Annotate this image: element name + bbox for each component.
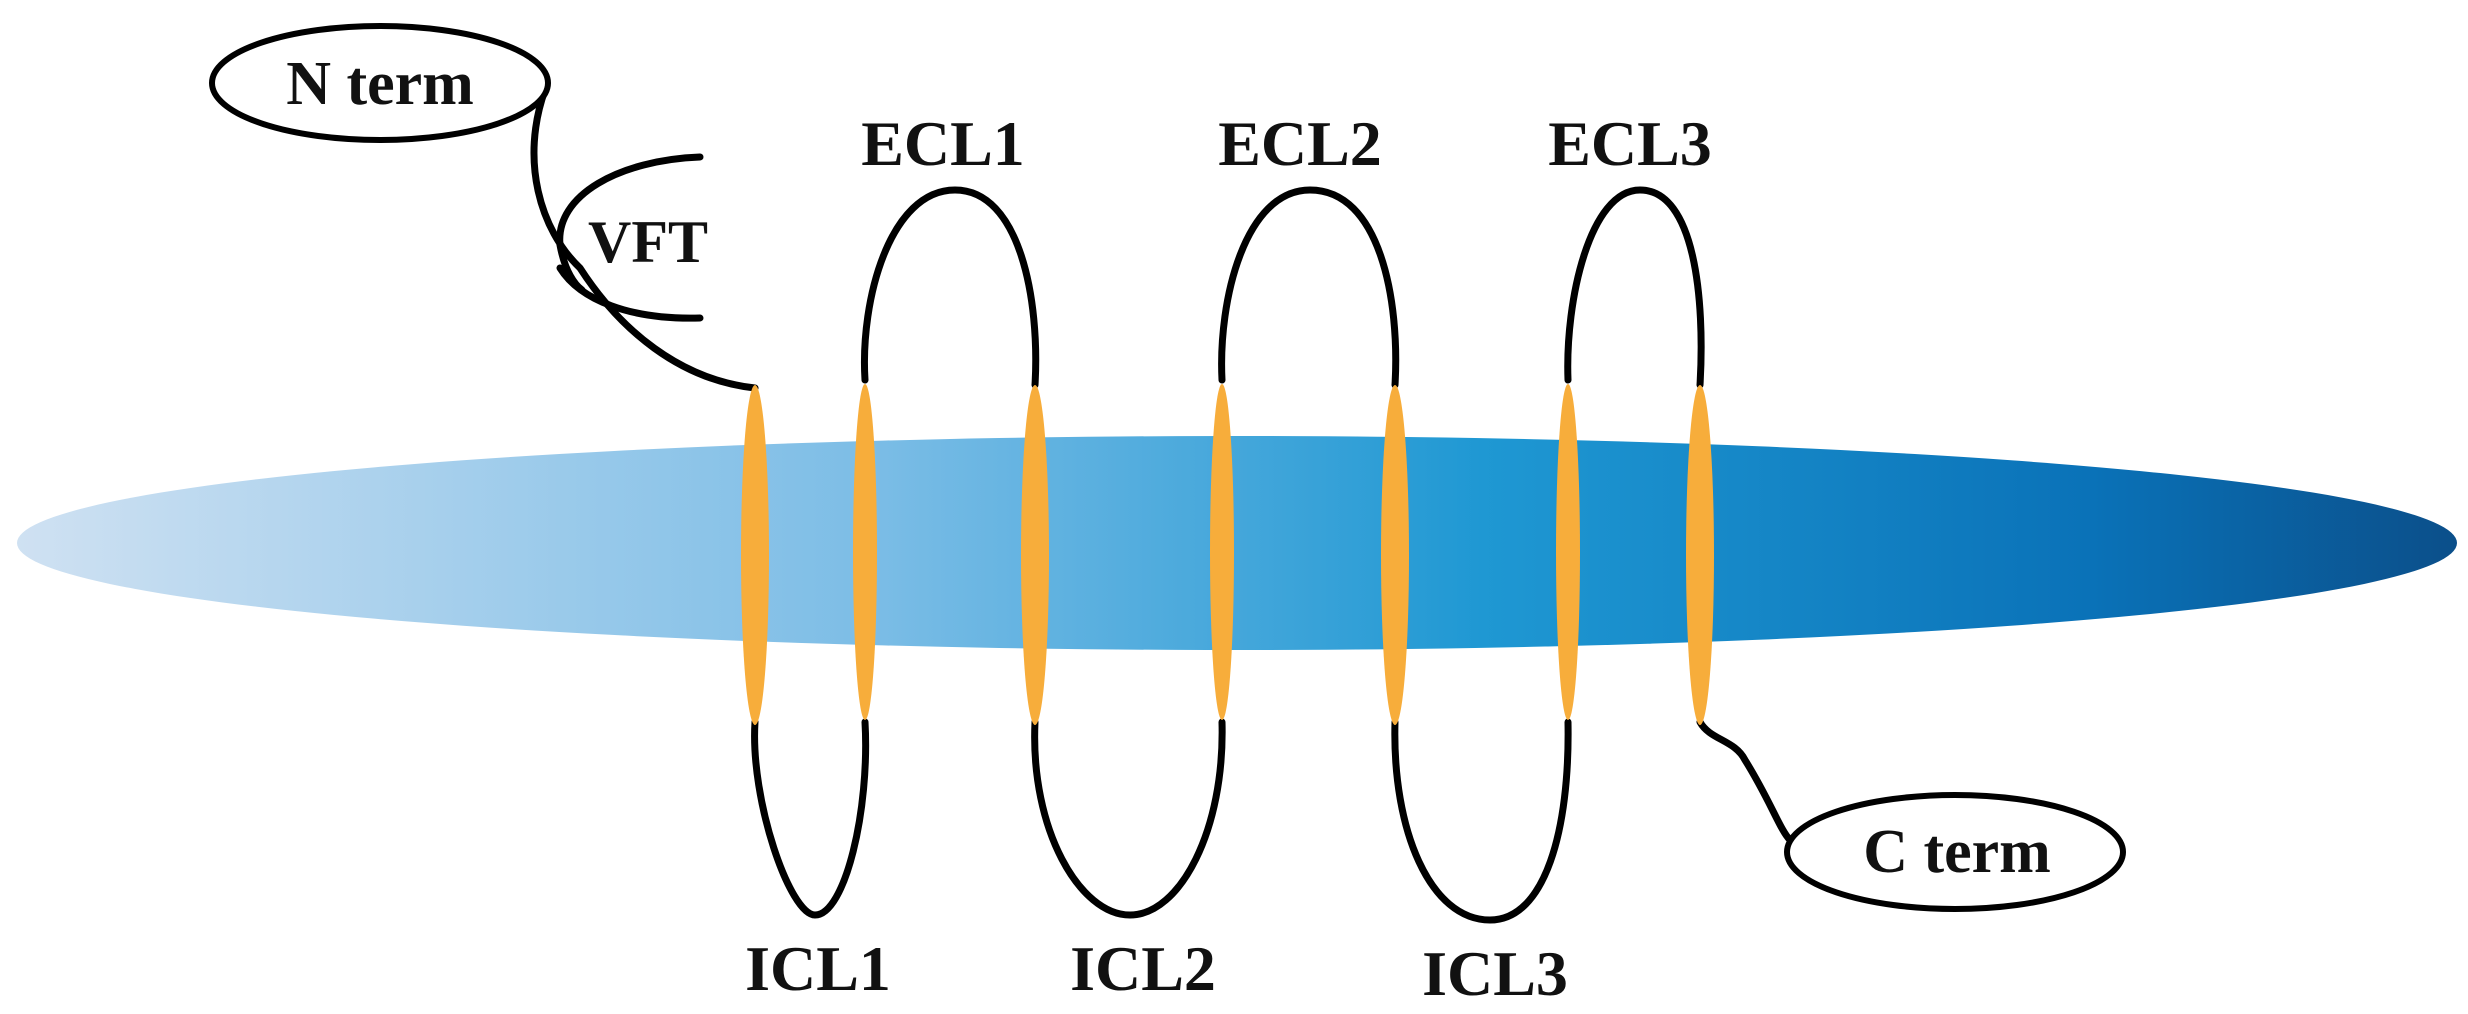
ecl1-label: ECL1 xyxy=(861,108,1025,179)
tm-helix-6 xyxy=(1556,384,1580,720)
c-term-bubble xyxy=(1784,792,2126,912)
tm-helix-5 xyxy=(1381,385,1409,725)
ecl2-label: ECL2 xyxy=(1218,108,1382,179)
ecl3-loop xyxy=(1564,186,1705,389)
icl2-label: ICL2 xyxy=(1070,933,1216,1004)
vft-label: VFT xyxy=(588,209,708,275)
n-term-label: N term xyxy=(286,50,474,118)
c-term-label: C term xyxy=(1863,818,2051,886)
icl1-label: ICL1 xyxy=(745,933,891,1004)
ecl3-label: ECL3 xyxy=(1548,108,1712,179)
icl3-label: ICL3 xyxy=(1422,938,1568,1009)
tm-helix-1 xyxy=(741,385,769,725)
icl3-loop xyxy=(1391,718,1572,924)
tm-helix-7 xyxy=(1686,385,1714,725)
tm-helix-3 xyxy=(1021,385,1049,725)
ecl1-loop xyxy=(860,186,1040,389)
membrane-ellipse xyxy=(17,436,2457,650)
icl1-loop xyxy=(751,718,870,919)
ecl2-loop xyxy=(1218,186,1400,389)
c-term-tail xyxy=(1696,718,1794,844)
n-term-tail xyxy=(530,86,759,392)
n-term-bubble xyxy=(209,23,551,143)
icl2-loop xyxy=(1031,718,1226,919)
tm-helix-2 xyxy=(853,384,877,720)
vft-lower-lobe xyxy=(556,264,704,322)
tm-helix-4 xyxy=(1210,384,1234,720)
